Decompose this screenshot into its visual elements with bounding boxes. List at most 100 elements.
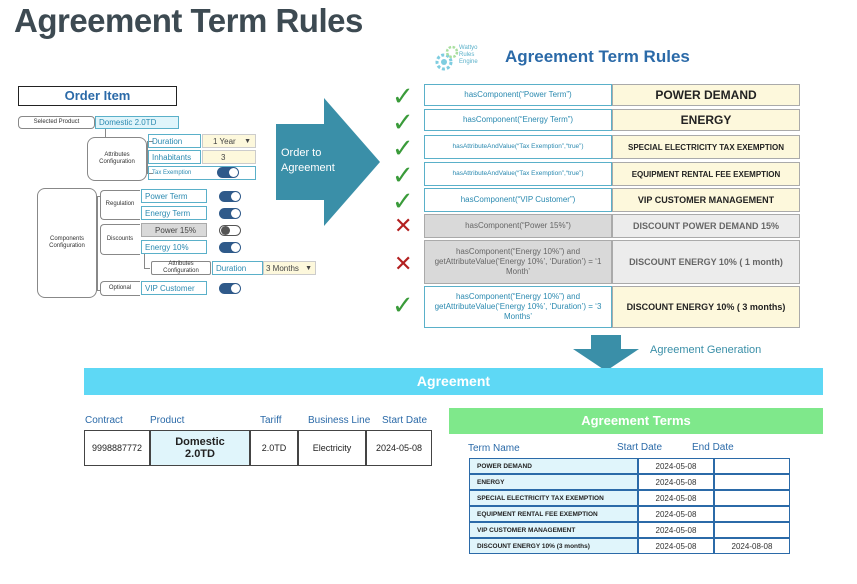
rule-result: ENERGY bbox=[612, 109, 800, 131]
tax-exemption-row: Tax Exemption bbox=[148, 166, 256, 180]
term-name: DISCOUNT ENERGY 10% (3 months) bbox=[469, 538, 638, 554]
check-icon: ✓ bbox=[392, 107, 414, 137]
term-end: 2024-08-08 bbox=[714, 538, 790, 554]
contract-cell: 9998887772 bbox=[84, 430, 150, 466]
header-start-date: Start Date bbox=[382, 415, 428, 426]
header-contract: Contract bbox=[85, 415, 123, 426]
vip-customer-toggle[interactable] bbox=[219, 283, 241, 294]
term-end bbox=[714, 522, 790, 538]
check-icon: ✓ bbox=[392, 290, 414, 320]
rule-condition: hasComponent(“Power 15%”) bbox=[424, 214, 612, 238]
rule-condition: hasAttributeAndValue(“Tax Exemption”,“tr… bbox=[424, 135, 612, 159]
rule-condition: hasComponent(“Energy 10%”) and getAttrib… bbox=[424, 240, 612, 284]
chevron-down-icon: ▼ bbox=[305, 265, 312, 272]
term-name: POWER DEMAND bbox=[469, 458, 638, 474]
regulation-group-label: Regulation bbox=[105, 201, 135, 207]
vip-customer-label: VIP Customer bbox=[141, 281, 207, 295]
header-term-start: Start Date bbox=[617, 442, 663, 453]
rule-result: DISCOUNT POWER DEMAND 15% bbox=[612, 214, 800, 238]
rule-condition: hasComponent(“Energy Term”) bbox=[424, 109, 612, 131]
term-start: 2024-05-08 bbox=[638, 522, 714, 538]
business-line-cell: Electricity bbox=[298, 430, 366, 466]
logo-line: Rules bbox=[459, 52, 475, 58]
term-end bbox=[714, 490, 790, 506]
down-arrow-icon bbox=[573, 335, 639, 371]
header-business-line: Business Line bbox=[308, 415, 371, 426]
connector bbox=[147, 141, 153, 174]
energy-10-label: Energy 10% bbox=[141, 240, 207, 254]
agreement-title: Agreement bbox=[84, 368, 823, 395]
rule-condition: hasComponent(“Power Term”) bbox=[424, 84, 612, 106]
components-configuration-box: Components Configuration bbox=[37, 188, 97, 298]
connector bbox=[105, 129, 106, 139]
cross-icon: ✕ bbox=[394, 251, 413, 276]
discounts-group bbox=[100, 224, 140, 255]
connector bbox=[97, 196, 101, 291]
tax-exemption-label: Tax Exemption bbox=[152, 170, 192, 176]
gear-icon bbox=[435, 45, 459, 71]
logo-line: Wattyo bbox=[459, 45, 478, 51]
regulation-group bbox=[100, 190, 140, 220]
term-end bbox=[714, 458, 790, 474]
tariff-cell: 2.0TD bbox=[250, 430, 298, 466]
rules-panel-title: Agreement Term Rules bbox=[505, 47, 690, 66]
energy-term-label: Energy Term bbox=[141, 206, 207, 220]
check-icon: ✓ bbox=[392, 81, 414, 111]
selected-product-label: Selected Product bbox=[18, 116, 95, 129]
header-term-name: Term Name bbox=[468, 443, 520, 454]
rule-condition: hasComponent(“Energy 10%”) and getAttrib… bbox=[424, 286, 612, 328]
rule-condition: hasComponent(“VIP Customer”) bbox=[424, 188, 612, 212]
rule-result: SPECIAL ELECTRICITY TAX EXEMPTION bbox=[612, 135, 800, 159]
tax-exemption-toggle[interactable] bbox=[217, 167, 239, 178]
term-name: ENERGY bbox=[469, 474, 638, 490]
term-name: SPECIAL ELECTRICITY TAX EXEMPTION bbox=[469, 490, 638, 506]
term-start: 2024-05-08 bbox=[638, 490, 714, 506]
duration-value: 1 Year bbox=[213, 136, 236, 146]
sub-attributes-label: Attributes Configuration bbox=[151, 261, 211, 275]
start-date-cell: 2024-05-08 bbox=[366, 430, 432, 466]
rule-condition: hasAttributeAndValue(“Tax Exemption”,“tr… bbox=[424, 162, 612, 186]
power-term-toggle[interactable] bbox=[219, 191, 241, 202]
inhabitants-field[interactable]: 3 bbox=[202, 150, 256, 164]
inhabitants-label: Inhabitants bbox=[148, 150, 201, 164]
power-15-toggle[interactable] bbox=[219, 225, 241, 236]
order-item-title: Order Item bbox=[18, 86, 177, 106]
term-start: 2024-05-08 bbox=[638, 538, 714, 554]
header-tariff: Tariff bbox=[260, 415, 282, 426]
rule-result: POWER DEMAND bbox=[612, 84, 800, 106]
sub-duration-value: 3 Months bbox=[266, 263, 299, 273]
header-term-end: End Date bbox=[692, 442, 734, 453]
optional-group-label: Optional bbox=[108, 285, 132, 291]
duration-label: Duration bbox=[148, 134, 201, 148]
check-icon: ✓ bbox=[392, 186, 414, 216]
check-icon: ✓ bbox=[392, 133, 414, 163]
duration-select[interactable]: 1 Year ▼ bbox=[202, 134, 256, 148]
check-icon: ✓ bbox=[392, 160, 414, 190]
power-term-label: Power Term bbox=[141, 189, 207, 203]
product-cell: Domestic 2.0TD bbox=[150, 430, 250, 466]
power-15-label: Power 15% bbox=[141, 223, 207, 237]
header-product: Product bbox=[150, 415, 185, 426]
rule-result: VIP CUSTOMER MANAGEMENT bbox=[612, 188, 800, 212]
optional-group bbox=[100, 281, 140, 296]
cross-icon: ✕ bbox=[394, 213, 413, 238]
energy-term-toggle[interactable] bbox=[219, 208, 241, 219]
agreement-generation-label: Agreement Generation bbox=[650, 344, 762, 356]
selected-product-value[interactable]: Domestic 2.0TD bbox=[95, 116, 179, 129]
rule-result: EQUIPMENT RENTAL FEE EXEMPTION bbox=[612, 162, 800, 186]
sub-duration-select[interactable]: 3 Months ▼ bbox=[263, 261, 316, 275]
term-name: EQUIPMENT RENTAL FEE EXEMPTION bbox=[469, 506, 638, 522]
term-end bbox=[714, 474, 790, 490]
energy-10-toggle[interactable] bbox=[219, 242, 241, 253]
term-start: 2024-05-08 bbox=[638, 474, 714, 490]
agreement-terms-title: Agreement Terms bbox=[449, 408, 823, 434]
order-to-agreement-arrow bbox=[276, 98, 380, 226]
rule-result: DISCOUNT ENERGY 10% ( 3 months) bbox=[612, 286, 800, 328]
chevron-down-icon: ▼ bbox=[244, 138, 251, 145]
logo-text: Wattyo Rules Engine bbox=[459, 45, 478, 66]
attributes-configuration-box: Attributes Configuration bbox=[87, 137, 147, 181]
page-title: Agreement Term Rules bbox=[14, 2, 363, 39]
discounts-group-label: Discounts bbox=[106, 236, 134, 242]
connector bbox=[144, 254, 150, 269]
term-name: VIP CUSTOMER MANAGEMENT bbox=[469, 522, 638, 538]
